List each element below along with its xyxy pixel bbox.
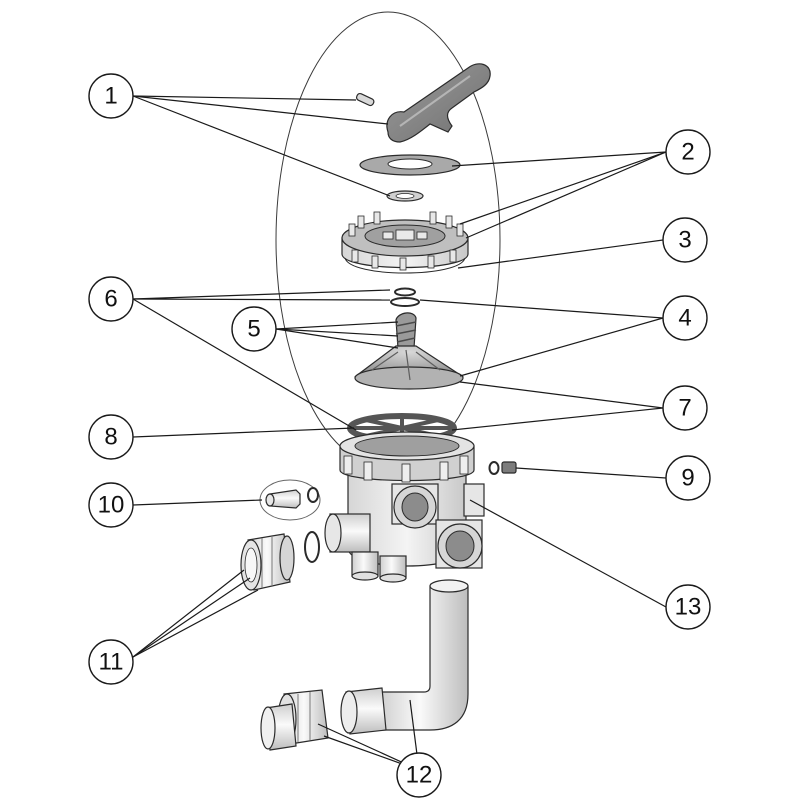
callout-7-label: 7 [678, 395, 691, 422]
callout-10-label: 10 [98, 492, 125, 519]
callout-6: 6 [88, 276, 134, 322]
valve-body-part [324, 431, 485, 583]
callout-12-label: 12 [406, 762, 433, 789]
left-port [324, 513, 371, 553]
callout-8: 8 [88, 414, 134, 460]
callout-2-label: 2 [681, 139, 694, 166]
shaft-o-rings [390, 287, 420, 307]
cover-part [341, 211, 469, 274]
callout-7: 7 [662, 385, 708, 431]
elbow-pipe-part [340, 579, 469, 735]
callout-3-label: 3 [678, 227, 691, 254]
callout-8-label: 8 [104, 424, 117, 451]
rotor-part [354, 312, 465, 390]
small-washer-part [386, 190, 424, 202]
pin-part [355, 92, 375, 107]
drain-fitting-part [488, 461, 517, 475]
plug-fitting-part [259, 479, 321, 521]
callout-13-label: 13 [675, 594, 702, 621]
callout-6-label: 6 [104, 286, 117, 313]
callout-4-label: 4 [678, 305, 691, 332]
callout-12: 12 [396, 752, 442, 798]
callout-2: 2 [665, 129, 711, 175]
callout-9: 9 [665, 455, 711, 501]
callout-11: 11 [88, 639, 134, 685]
callout-9-label: 9 [681, 465, 694, 492]
callout-13: 13 [665, 584, 711, 630]
callout-11-label: 11 [99, 649, 124, 676]
front-port [391, 483, 439, 529]
handle-part [386, 63, 491, 143]
callout-1-label: 1 [104, 83, 117, 110]
callout-10: 10 [88, 482, 134, 528]
union-connector-part [240, 531, 320, 591]
elbow-union-part [260, 689, 329, 751]
callout-5-label: 5 [247, 316, 260, 343]
callout-3: 3 [662, 217, 708, 263]
callout-1: 1 [88, 73, 134, 119]
body-bottom-ports [351, 551, 407, 583]
callout-5: 5 [231, 306, 277, 352]
flat-gasket-part [359, 154, 461, 176]
right-port [435, 519, 483, 569]
callout-4: 4 [662, 295, 708, 341]
